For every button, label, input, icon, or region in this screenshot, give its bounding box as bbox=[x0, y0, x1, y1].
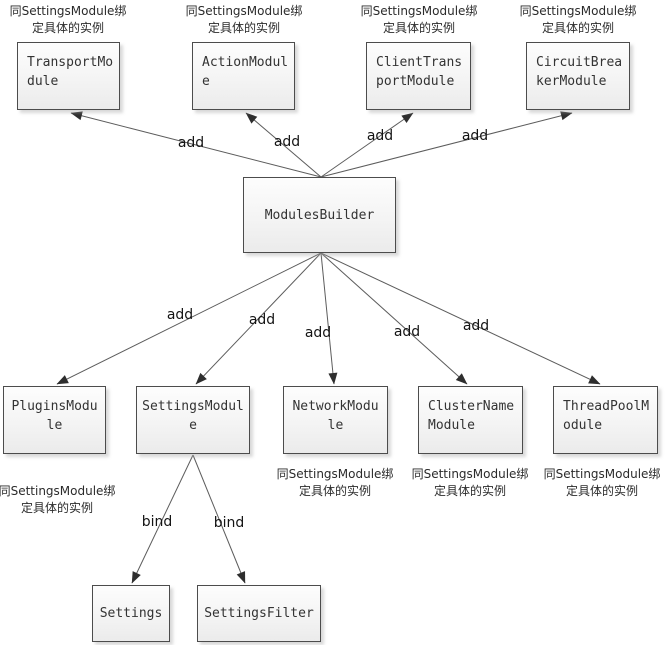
module-label: ClusterNameModule bbox=[428, 399, 515, 433]
module-label: PluginsModule bbox=[11, 399, 98, 433]
arrow-add-transport-module bbox=[70, 111, 322, 178]
module-box-circuit-breaker: CircuitBreakerModule bbox=[526, 42, 630, 110]
annotation-line2: 定具体的实例 bbox=[382, 21, 456, 35]
annotation-thread-pool-module: 同SettingsModule绑 定具体的实例 bbox=[544, 466, 661, 500]
module-box-cluster-name: ClusterNameModule bbox=[418, 386, 523, 454]
annotation-line1: 同SettingsModule绑 bbox=[9, 4, 127, 18]
module-box-network: NetworkModule bbox=[283, 386, 388, 454]
module-box-settings-module: SettingsModule bbox=[136, 386, 250, 454]
arrow-add-client-transport-module bbox=[320, 112, 414, 178]
arrow-add-circuit-breaker-module bbox=[320, 111, 573, 178]
annotation-line1: 同SettingsModule绑 bbox=[519, 4, 637, 18]
edge-label-bind-settings: bind bbox=[141, 514, 173, 530]
arrow-add-settings-module bbox=[195, 252, 322, 385]
annotation-line1: 同SettingsModule绑 bbox=[276, 467, 394, 481]
arrow-add-thread-pool-module bbox=[320, 252, 601, 385]
module-box-thread-pool: ThreadPoolModule bbox=[553, 386, 658, 454]
annotation-line1: 同SettingsModule绑 bbox=[543, 467, 661, 481]
class-box-settings: Settings bbox=[92, 585, 170, 642]
module-box-client-transport: ClientTransportModule bbox=[366, 42, 471, 110]
edge-label-add-network: add bbox=[304, 325, 332, 341]
annotation-line1: 同SettingsModule绑 bbox=[0, 484, 116, 498]
module-label: SettingsModule bbox=[142, 399, 244, 433]
annotation-line1: 同SettingsModule绑 bbox=[411, 467, 529, 481]
edge-label-add-client-transport: add bbox=[366, 128, 394, 144]
class-label: SettingsFilter bbox=[204, 606, 314, 621]
annotation-line2: 定具体的实例 bbox=[433, 484, 507, 498]
annotation-action-module: 同SettingsModule绑 定具体的实例 bbox=[186, 3, 303, 37]
annotation-cluster-name-module: 同SettingsModule绑 定具体的实例 bbox=[412, 466, 529, 500]
module-label: NetworkModule bbox=[292, 399, 379, 433]
annotation-line2: 定具体的实例 bbox=[298, 484, 372, 498]
annotation-line2: 定具体的实例 bbox=[207, 21, 281, 35]
arrow-bind-settings-filter bbox=[192, 454, 246, 584]
module-label: ActionModule bbox=[202, 55, 289, 89]
class-box-settings-filter: SettingsFilter bbox=[197, 585, 321, 642]
module-box-transport: TransportModule bbox=[17, 42, 120, 110]
arrow-add-plugins-module bbox=[56, 252, 322, 385]
edge-label-add-circuit-breaker: add bbox=[461, 128, 489, 144]
annotation-line2: 定具体的实例 bbox=[31, 21, 105, 35]
arrow-add-network-module bbox=[320, 252, 338, 385]
arrow-bind-settings bbox=[131, 454, 194, 584]
edge-label-bind-settings-filter: bind bbox=[213, 515, 245, 531]
edge-label-add-cluster-name: add bbox=[393, 324, 421, 340]
module-box-action: ActionModule bbox=[192, 42, 295, 110]
arrow-add-action-module bbox=[245, 112, 322, 178]
edge-label-add-action: add bbox=[273, 134, 301, 150]
module-box-modules-builder: ModulesBuilder bbox=[243, 177, 396, 253]
arrow-add-cluster-name-module bbox=[320, 252, 468, 385]
edge-label-add-settings: add bbox=[248, 312, 276, 328]
annotation-line1: 同SettingsModule绑 bbox=[185, 4, 303, 18]
annotation-circuit-breaker-module: 同SettingsModule绑 定具体的实例 bbox=[520, 3, 637, 37]
annotation-network-module: 同SettingsModule绑 定具体的实例 bbox=[277, 466, 394, 500]
annotation-line1: 同SettingsModule绑 bbox=[360, 4, 478, 18]
class-label: Settings bbox=[99, 606, 163, 621]
module-label: ModulesBuilder bbox=[264, 207, 375, 223]
annotation-line2: 定具体的实例 bbox=[541, 21, 615, 35]
annotation-transport-module: 同SettingsModule绑 定具体的实例 bbox=[10, 3, 127, 37]
module-label: TransportModule bbox=[27, 55, 114, 89]
edge-label-add-plugins: add bbox=[166, 307, 194, 323]
annotation-plugins-module: 同SettingsModule绑 定具体的实例 bbox=[0, 483, 115, 517]
annotation-line2: 定具体的实例 bbox=[20, 501, 94, 515]
module-label: ThreadPoolModule bbox=[563, 399, 650, 433]
module-label: CircuitBreakerModule bbox=[536, 55, 623, 89]
annotation-line2: 定具体的实例 bbox=[565, 484, 639, 498]
edge-label-add-transport: add bbox=[177, 135, 205, 151]
annotation-client-transport-module: 同SettingsModule绑 定具体的实例 bbox=[361, 3, 478, 37]
edge-label-add-thread-pool: add bbox=[462, 318, 490, 334]
module-label: ClientTransportModule bbox=[376, 55, 463, 89]
module-box-plugins: PluginsModule bbox=[3, 386, 106, 454]
